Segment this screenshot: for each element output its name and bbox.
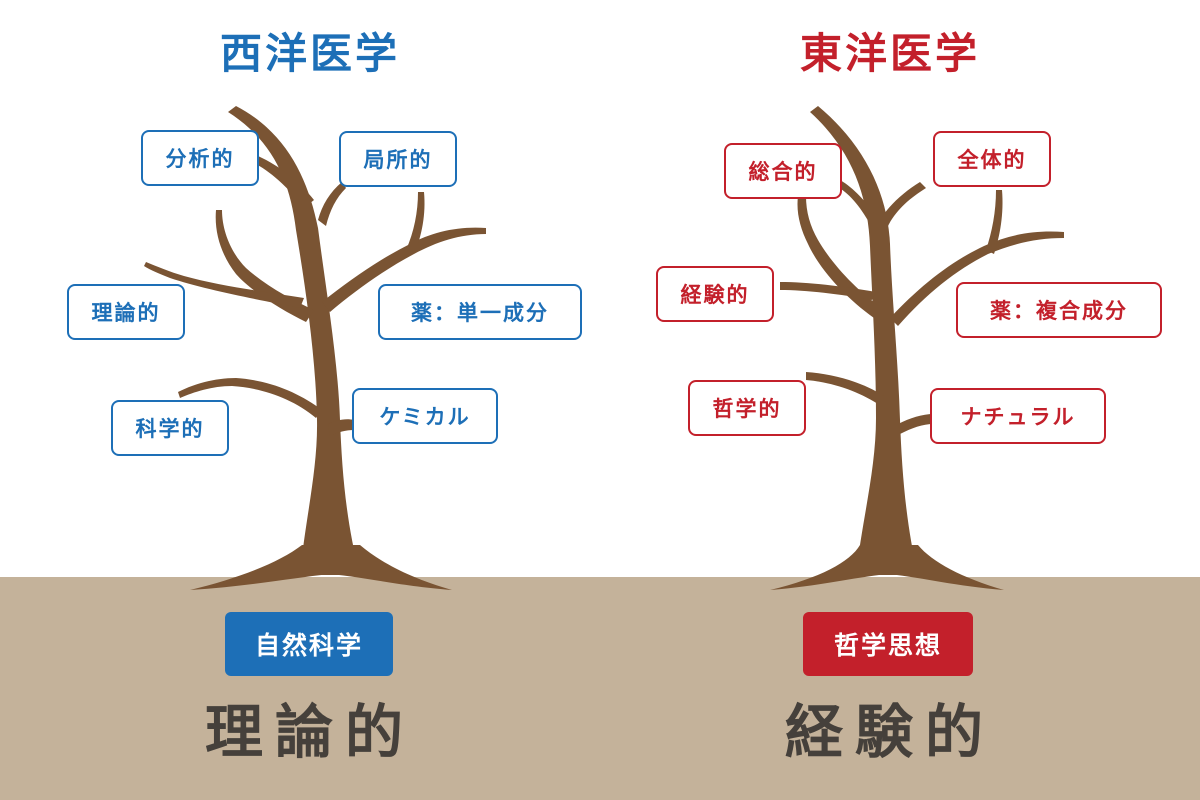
west-branch-lower-left	[178, 378, 322, 418]
west-root-word: 理論的	[204, 698, 415, 766]
east-label-comprehensive: 総合的	[724, 143, 842, 199]
east-root-word: 経験的	[784, 698, 995, 766]
east-label-natural: ナチュラル	[930, 388, 1106, 444]
west-trunk	[228, 106, 360, 575]
west-label-theoretical: 理論的	[67, 284, 185, 340]
west-branch-left	[144, 262, 304, 308]
east-trunk	[810, 106, 918, 575]
west-label-chemical: ケミカル	[352, 388, 498, 444]
east-branch-lower-right	[898, 414, 934, 434]
east-branch-mid-left	[797, 196, 882, 318]
west-branch-lower-right	[328, 419, 354, 436]
west-label-local: 局所的	[339, 131, 457, 187]
west-branch-upper-right	[318, 182, 346, 226]
west-roots	[190, 545, 452, 590]
east-title: 東洋医学	[799, 29, 980, 78]
west-title: 西洋医学	[219, 29, 400, 78]
east-branch-mid-right	[890, 231, 1064, 326]
east-tree	[770, 106, 1064, 590]
west-branch-mid-right	[322, 227, 486, 312]
east-label-empirical: 経験的	[656, 266, 774, 322]
ground	[0, 577, 1200, 800]
west-label-analytical: 分析的	[141, 130, 259, 186]
west-root-badge: 自然科学	[225, 612, 393, 676]
west-branch-right-sprig	[406, 192, 425, 254]
west-tree	[144, 106, 486, 590]
east-roots	[770, 545, 1004, 590]
east-branch-right-sprig	[986, 190, 1003, 254]
east-label-philosophical: 哲学的	[688, 380, 806, 436]
west-label-scientific: 科学的	[111, 400, 229, 456]
west-label-single-drug: 薬：単一成分	[378, 284, 582, 340]
east-label-compound-drug: 薬：複合成分	[956, 282, 1162, 338]
east-branch-upper-left	[836, 180, 878, 224]
west-branch-mid-left	[215, 210, 314, 322]
east-label-holistic: 全体的	[933, 131, 1051, 187]
east-branch-lower-left	[806, 372, 884, 404]
east-branch-upper-right	[880, 182, 926, 226]
east-branch-left	[780, 282, 876, 300]
east-root-badge: 哲学思想	[803, 612, 973, 676]
west-branch-upper-left	[256, 156, 314, 208]
